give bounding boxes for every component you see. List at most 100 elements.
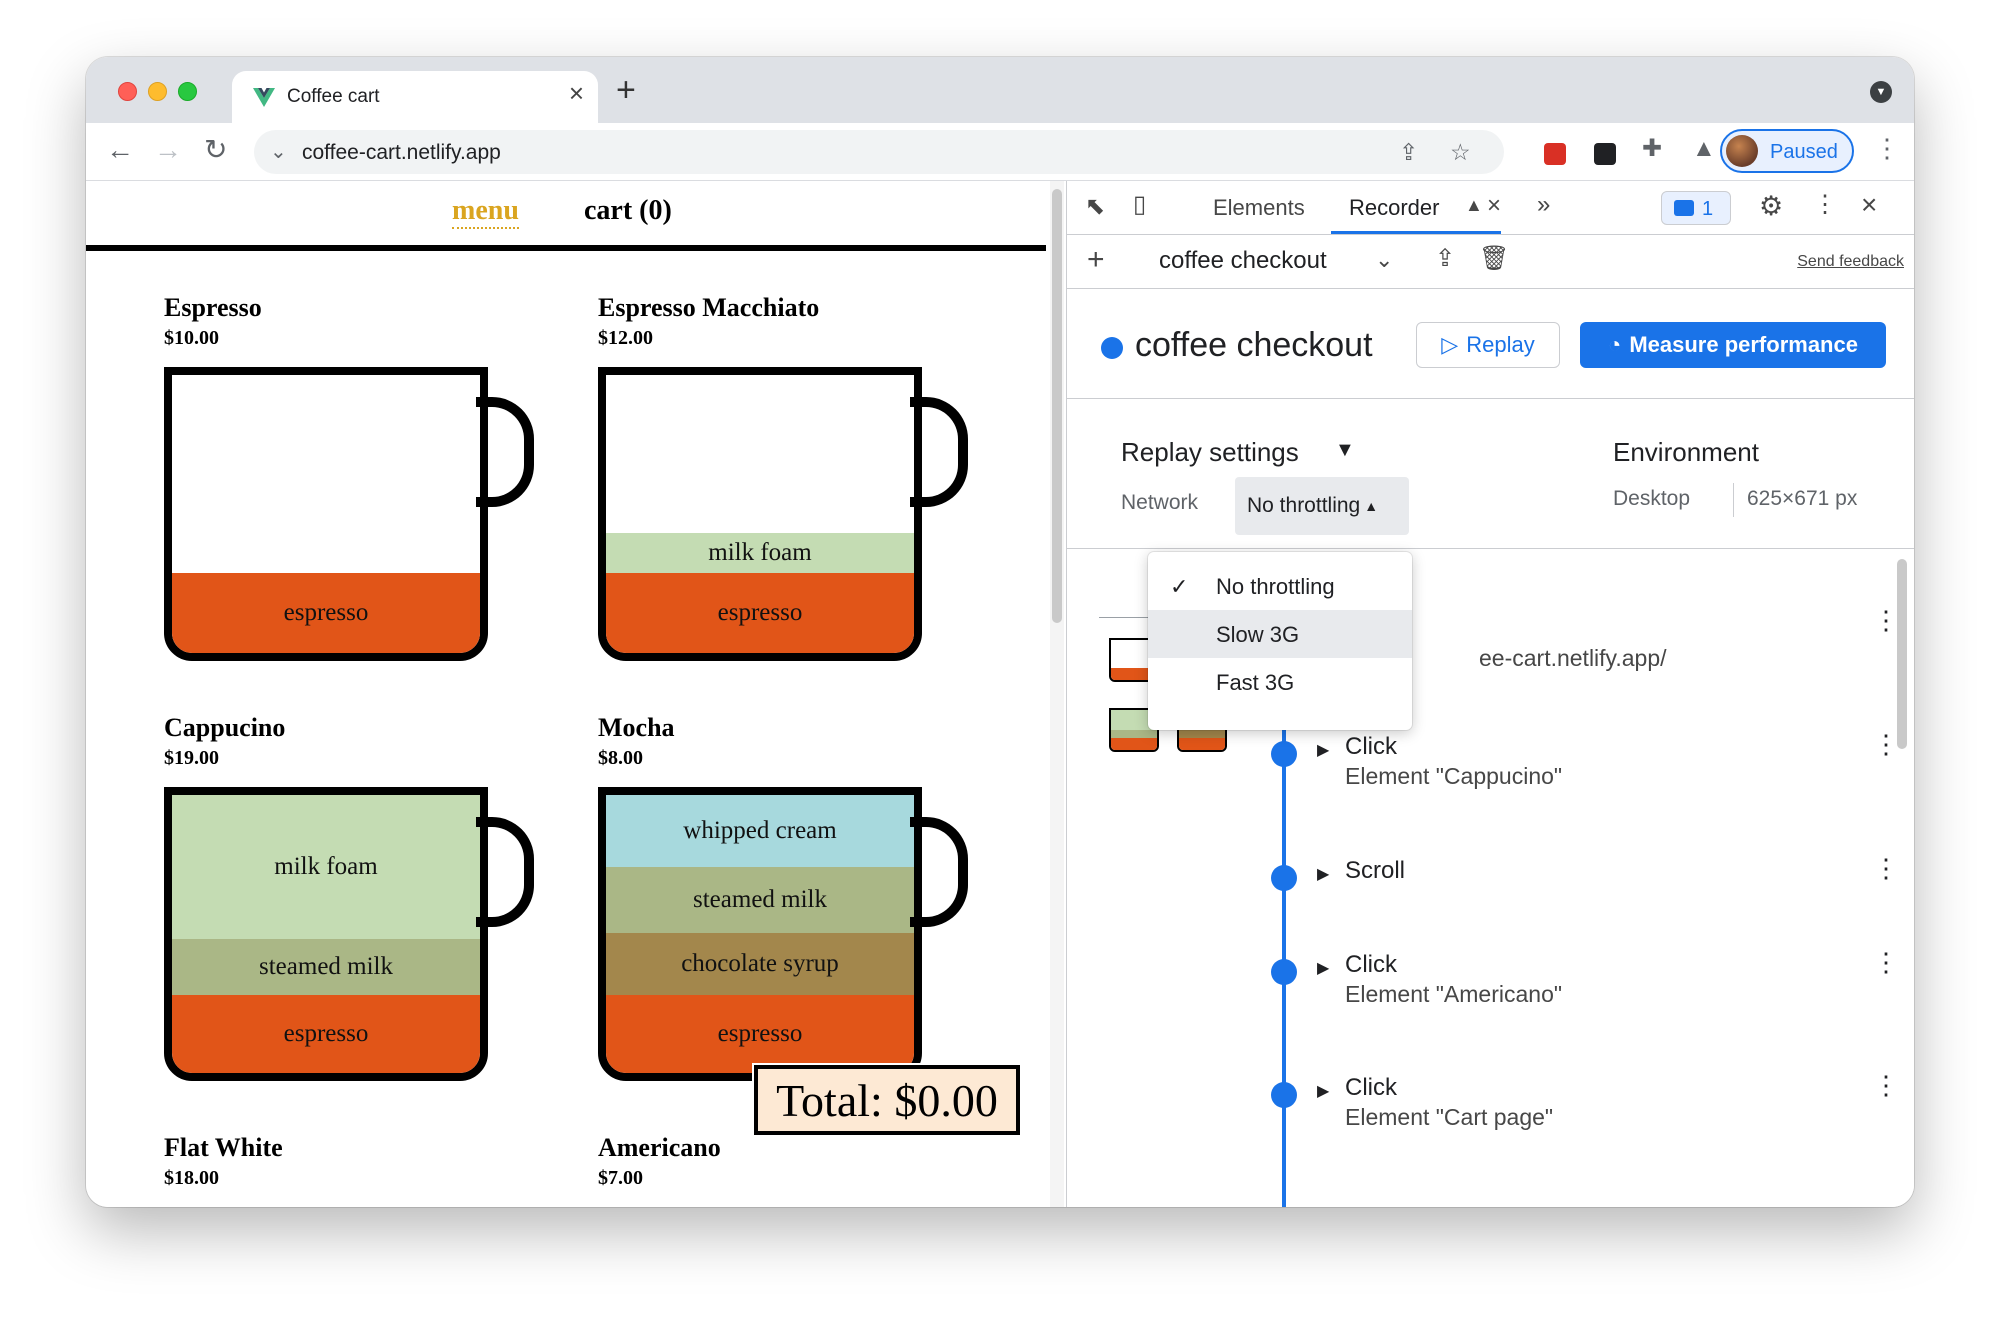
network-throttling-select[interactable]: No throttling ▲ bbox=[1235, 477, 1409, 535]
browser-toolbar: ← → ↻ ⌄ coffee-cart.netlify.app ⇪ ☆ ✚ ▲ … bbox=[86, 123, 1914, 181]
close-icon[interactable]: × bbox=[1861, 189, 1878, 220]
product-espresso-macchiato: Espresso Macchiato $12.00 milk foam espr… bbox=[598, 293, 998, 661]
avatar bbox=[1726, 135, 1758, 167]
close-tab-icon[interactable]: × bbox=[568, 78, 584, 108]
dropdown-option-fast-3g[interactable]: Fast 3G bbox=[1148, 658, 1412, 706]
step-dot bbox=[1271, 959, 1297, 985]
back-arrow-icon[interactable]: ← bbox=[106, 134, 134, 165]
address-bar[interactable]: ⌄ coffee-cart.netlify.app ⇪ ☆ bbox=[254, 130, 1504, 174]
replay-button[interactable]: ▷ Replay bbox=[1416, 322, 1560, 368]
layer-whipped-cream: whipped cream bbox=[606, 795, 914, 867]
replay-settings-title[interactable]: Replay settings bbox=[1121, 437, 1299, 467]
extension-terminal-icon[interactable] bbox=[1594, 143, 1616, 165]
layer-espresso: espresso bbox=[606, 995, 914, 1073]
expand-caret-icon[interactable]: ▶ bbox=[1317, 742, 1330, 759]
reload-icon[interactable]: ↻ bbox=[204, 134, 228, 165]
profile-button[interactable]: Paused bbox=[1720, 129, 1854, 173]
tab-strip: Coffee cart × + ▼ bbox=[86, 57, 1914, 123]
device-toggle-icon[interactable]: ▯ bbox=[1133, 191, 1147, 218]
chat-icon bbox=[1674, 200, 1694, 216]
coffee-cart-page: menu cart (0) Espresso $10.00 espresso E… bbox=[86, 181, 1046, 1207]
option-label: No throttling bbox=[1216, 574, 1335, 599]
url-text: coffee-cart.netlify.app bbox=[302, 141, 501, 164]
environment-device: Desktop bbox=[1613, 487, 1691, 510]
environment-size: 625×671 px bbox=[1747, 487, 1858, 510]
devtools-menu-icon[interactable]: ⋮ bbox=[1813, 191, 1837, 218]
measure-performance-button[interactable]: ◔ Measure performance bbox=[1580, 322, 1886, 368]
product-price: $12.00 bbox=[598, 327, 653, 349]
step-dot bbox=[1271, 741, 1297, 767]
new-tab-button[interactable]: + bbox=[616, 71, 636, 109]
layer-steamed-milk: steamed milk bbox=[172, 939, 480, 995]
step-menu-icon[interactable]: ⋮ bbox=[1873, 605, 1899, 635]
expand-caret-icon[interactable]: ▶ bbox=[1317, 1083, 1330, 1100]
close-tab-icon[interactable]: × bbox=[1487, 192, 1502, 219]
network-select-value: No throttling bbox=[1247, 494, 1361, 517]
dropdown-option-slow-3g[interactable]: Slow 3G bbox=[1148, 610, 1412, 658]
trash-icon[interactable]: 🗑 bbox=[1479, 245, 1510, 272]
environment-title: Environment bbox=[1613, 437, 1759, 467]
star-icon[interactable]: ☆ bbox=[1450, 139, 1471, 165]
layer-milk-foam: milk foam bbox=[172, 795, 480, 939]
inspect-icon[interactable]: ⬉ bbox=[1085, 193, 1106, 220]
send-feedback-link[interactable]: Send feedback bbox=[1797, 253, 1904, 270]
expand-caret-icon[interactable]: ▶ bbox=[1317, 960, 1330, 977]
caret-down-icon[interactable]: ▼ bbox=[1335, 439, 1355, 461]
cup-cappucino[interactable]: milk foam steamed milk espresso bbox=[164, 787, 488, 1081]
step-menu-icon[interactable]: ⋮ bbox=[1873, 947, 1899, 977]
layer-milk-foam: milk foam bbox=[606, 533, 914, 573]
share-icon[interactable]: ⇪ bbox=[1399, 139, 1419, 165]
browser-tab[interactable]: Coffee cart × bbox=[232, 71, 598, 123]
replay-label: Replay bbox=[1466, 332, 1535, 357]
forward-arrow-icon[interactable]: → bbox=[154, 134, 182, 165]
maximize-window-button[interactable] bbox=[178, 82, 197, 101]
nav-divider bbox=[86, 245, 1046, 251]
close-window-button[interactable] bbox=[118, 82, 137, 101]
product-name: Cappucino bbox=[164, 713, 286, 742]
product-americano: Americano $7.00 bbox=[598, 1133, 998, 1190]
dropdown-option-no-throttling[interactable]: ✓ No throttling bbox=[1148, 562, 1412, 610]
expand-caret-icon[interactable]: ▶ bbox=[1317, 866, 1330, 883]
plus-icon[interactable]: + bbox=[1087, 243, 1105, 276]
steps-scrollbar[interactable] bbox=[1897, 559, 1907, 749]
product-name: Espresso bbox=[164, 293, 262, 322]
tab-search-icon[interactable]: ▼ bbox=[1870, 81, 1892, 103]
gear-icon[interactable]: ⚙ bbox=[1759, 191, 1784, 221]
more-tabs-icon[interactable]: » bbox=[1537, 191, 1551, 218]
step-title: Scroll bbox=[1345, 857, 1406, 884]
extensions-icon[interactable]: ✚ bbox=[1642, 135, 1663, 162]
nav-menu-link[interactable]: menu bbox=[452, 195, 519, 229]
step-menu-icon[interactable]: ⋮ bbox=[1873, 1070, 1899, 1100]
cup-espresso-macchiato[interactable]: milk foam espresso bbox=[598, 367, 922, 661]
tab-recorder[interactable]: Recorder bbox=[1349, 195, 1440, 220]
product-price: $19.00 bbox=[164, 747, 219, 769]
recording-header: coffee checkout ▷ Replay ◔ Measure perfo… bbox=[1067, 289, 1914, 399]
product-price: $8.00 bbox=[598, 747, 643, 769]
option-label: Fast 3G bbox=[1216, 670, 1295, 695]
step-dot bbox=[1271, 1082, 1297, 1108]
flask-icon[interactable]: ▲ bbox=[1692, 135, 1716, 162]
browser-menu-icon[interactable]: ⋮ bbox=[1874, 133, 1900, 163]
step-subtitle: Element "Cart page" bbox=[1345, 1104, 1554, 1130]
layer-espresso: espresso bbox=[606, 573, 914, 653]
active-tab-indicator bbox=[1331, 231, 1501, 234]
cup-mocha[interactable]: whipped cream steamed milk chocolate syr… bbox=[598, 787, 922, 1081]
extension-red-icon[interactable] bbox=[1544, 143, 1566, 165]
layer-espresso: espresso bbox=[172, 995, 480, 1073]
nav-cart-link[interactable]: cart (0) bbox=[584, 195, 672, 226]
issues-button[interactable]: 1 bbox=[1661, 191, 1731, 225]
site-info-icon[interactable]: ⌄ bbox=[270, 141, 287, 163]
minimize-window-button[interactable] bbox=[148, 82, 167, 101]
step-title: Click bbox=[1345, 733, 1397, 760]
upload-icon[interactable]: ⇪ bbox=[1435, 245, 1456, 272]
cup-espresso[interactable]: espresso bbox=[164, 367, 488, 661]
step-menu-icon[interactable]: ⋮ bbox=[1873, 853, 1899, 883]
chevron-down-icon[interactable]: ⌄ bbox=[1375, 247, 1394, 272]
tab-elements[interactable]: Elements bbox=[1213, 195, 1305, 220]
page-scroll-thumb[interactable] bbox=[1052, 189, 1062, 623]
step-menu-icon[interactable]: ⋮ bbox=[1873, 729, 1899, 759]
total-checkout-button[interactable]: Total: $0.00 bbox=[752, 1063, 1022, 1137]
recording-title[interactable]: coffee checkout bbox=[1135, 326, 1373, 364]
product-price: $7.00 bbox=[598, 1167, 643, 1189]
recording-select[interactable]: coffee checkout bbox=[1159, 247, 1327, 274]
